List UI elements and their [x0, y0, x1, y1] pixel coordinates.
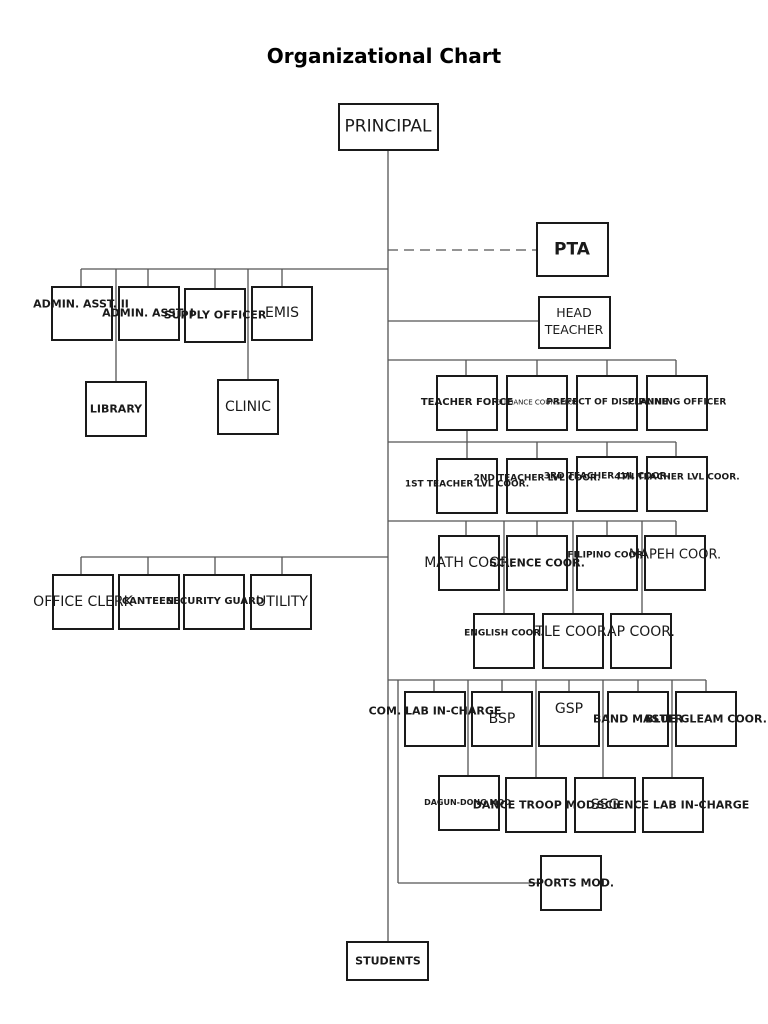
admin-asst-ii-box[interactable] — [51, 286, 113, 341]
teacher-force-box[interactable] — [436, 375, 498, 431]
security-guard-box[interactable] — [183, 574, 245, 630]
supply-officer-box[interactable] — [184, 288, 246, 343]
pta-box[interactable] — [536, 222, 609, 277]
emis-box[interactable] — [251, 286, 313, 341]
utility-box[interactable] — [250, 574, 312, 630]
planning-officer-box[interactable] — [646, 375, 708, 431]
ssg-box[interactable] — [574, 777, 636, 833]
admin-asst-i-box[interactable] — [118, 286, 180, 341]
ap-coor-box[interactable] — [610, 613, 672, 669]
guidance-counselor-box[interactable] — [506, 375, 568, 431]
teacher-lvl-1-box[interactable] — [436, 458, 498, 514]
science-lab-box[interactable] — [642, 777, 704, 833]
band-master-box[interactable] — [607, 691, 669, 747]
gsp-box[interactable] — [538, 691, 600, 747]
teacher-lvl-3-box[interactable] — [576, 456, 638, 512]
head-teacher-box[interactable] — [538, 296, 611, 349]
prefect-of-discipline-box[interactable] — [576, 375, 638, 431]
clinic-box[interactable] — [217, 379, 279, 435]
tle-coor-box[interactable] — [542, 613, 604, 669]
teacher-lvl-2-box[interactable] — [506, 458, 568, 514]
library-box[interactable] — [85, 381, 147, 437]
chart-title: Organizational Chart — [266, 44, 502, 68]
math-coor-box[interactable] — [438, 535, 500, 591]
blue-gleam-box[interactable] — [675, 691, 737, 747]
principal-box[interactable] — [338, 103, 439, 151]
students-box[interactable] — [346, 941, 429, 981]
sports-mod-box[interactable] — [540, 855, 602, 911]
teacher-lvl-4-box[interactable] — [646, 456, 708, 512]
dance-troop-box[interactable] — [505, 777, 567, 833]
mapeh-coor-box[interactable] — [644, 535, 706, 591]
bsp-box[interactable] — [471, 691, 533, 747]
english-coor-box[interactable] — [473, 613, 535, 669]
office-clerk-box[interactable] — [52, 574, 114, 630]
dagun-dong-box[interactable] — [438, 775, 500, 831]
canteen-box[interactable] — [118, 574, 180, 630]
science-coor-box[interactable] — [506, 535, 568, 591]
filipino-coor-box[interactable] — [576, 535, 638, 591]
com-lab-box[interactable] — [404, 691, 466, 747]
